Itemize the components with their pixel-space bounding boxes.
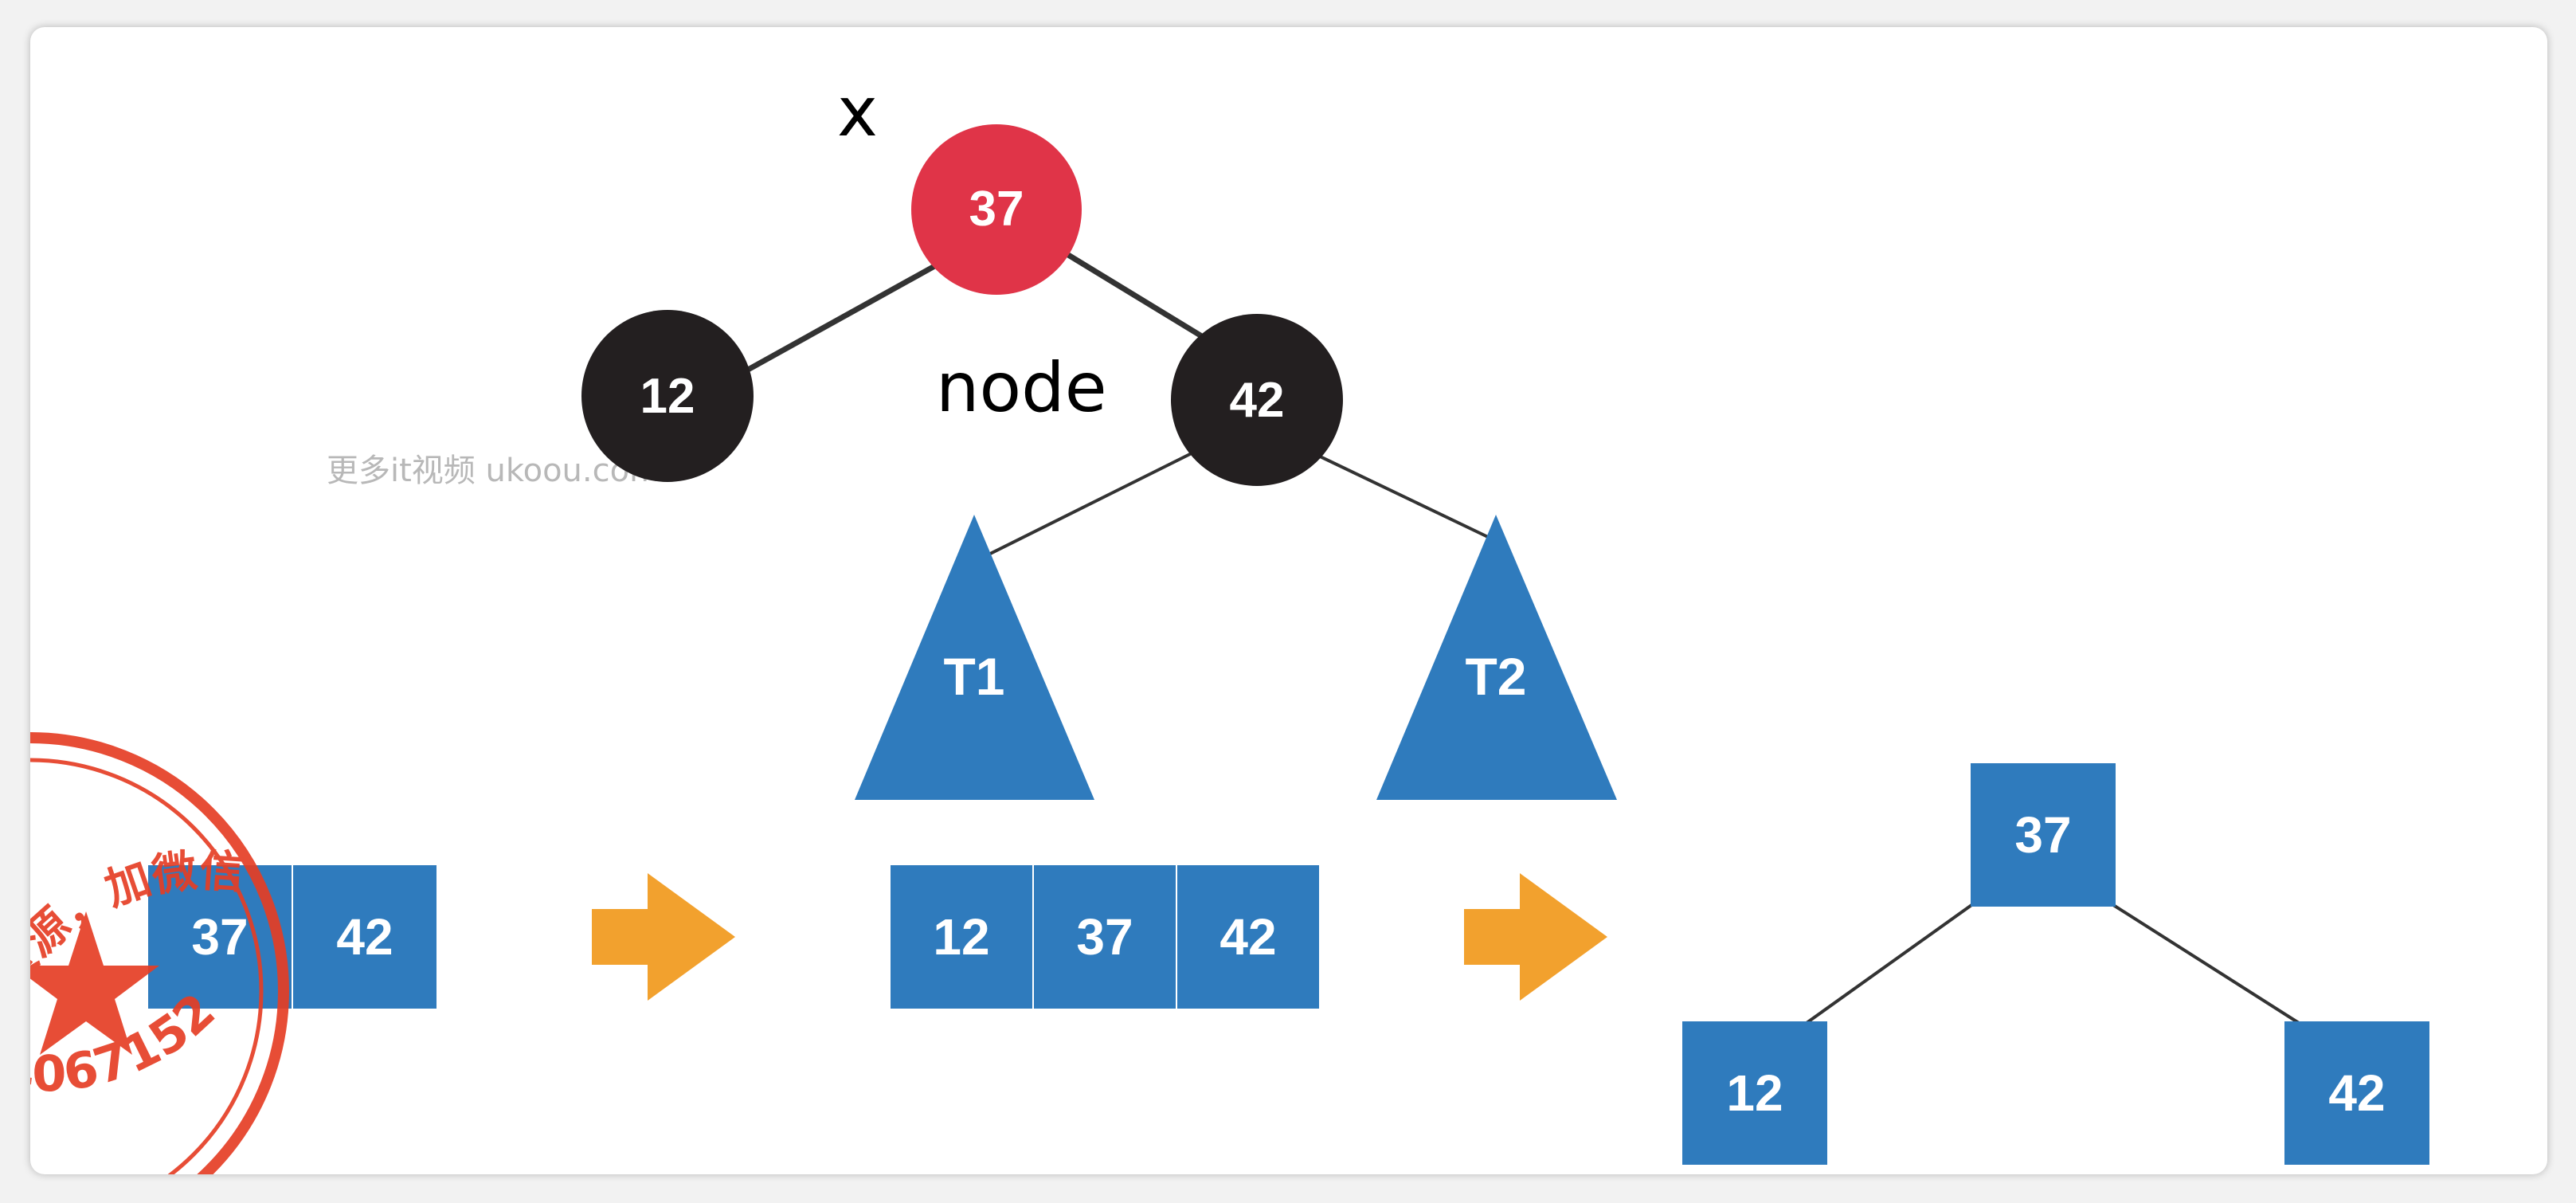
- label-x: x: [837, 72, 878, 152]
- edge-root-left: [718, 245, 968, 389]
- result-tree: 37 12 42: [1682, 763, 2429, 1165]
- step1-box-37-value: 37: [191, 908, 248, 966]
- subtree-t1-label: T1: [943, 647, 1004, 706]
- result-box-right: [2284, 1021, 2429, 1165]
- step2-box-37-value: 37: [1076, 908, 1133, 966]
- result-box-left: [1682, 1021, 1827, 1165]
- tree-node-root-value: 37: [969, 182, 1024, 237]
- sequence-step2: 12 37 42: [891, 865, 1319, 1009]
- arrow-right-icon: [592, 873, 735, 1001]
- stamp-star-icon: [30, 911, 159, 1055]
- tree-node-right-value: 42: [1230, 373, 1285, 428]
- step2-box-42: [1177, 865, 1319, 1009]
- step2-box-42-value: 42: [1219, 908, 1276, 966]
- subtree-triangle-t1: T1: [855, 515, 1094, 800]
- result-edge-left: [1805, 902, 1975, 1025]
- edge-right-t1: [959, 443, 1210, 570]
- result-box-right-value: 42: [2328, 1064, 2385, 1122]
- edge-right-t2: [1294, 443, 1489, 539]
- tree-node-left-value: 12: [640, 369, 695, 424]
- step2-box-37: [1034, 865, 1176, 1009]
- result-box-left-value: 12: [1726, 1064, 1783, 1122]
- result-edge-right: [2109, 902, 2300, 1025]
- tree-node-right: 42: [1171, 314, 1343, 486]
- subtree-triangle-t2: T2: [1376, 515, 1617, 800]
- arrow-right-icon: [1464, 873, 1607, 1001]
- diagram-canvas: 更多it视频 ukoou.com x node 37 12 42 T1 T2 3…: [30, 27, 2547, 1174]
- tree-node-root: 37: [911, 124, 1082, 295]
- watermark-text: 更多it视频 ukoou.com: [327, 453, 660, 489]
- result-box-root-value: 37: [2014, 806, 2071, 864]
- tree-node-left: 12: [581, 310, 754, 482]
- label-node: node: [936, 348, 1107, 428]
- step2-box-12: [891, 865, 1032, 1009]
- step2-box-12-value: 12: [933, 908, 989, 966]
- subtree-t2-label: T2: [1465, 647, 1526, 706]
- step1-box-42-value: 42: [336, 908, 393, 966]
- red-black-tree-diagram: 更多it视频 ukoou.com x node 37 12 42 T1 T2 3…: [30, 72, 2429, 1174]
- step1-box-42: [293, 865, 437, 1009]
- result-box-root: [1971, 763, 2116, 907]
